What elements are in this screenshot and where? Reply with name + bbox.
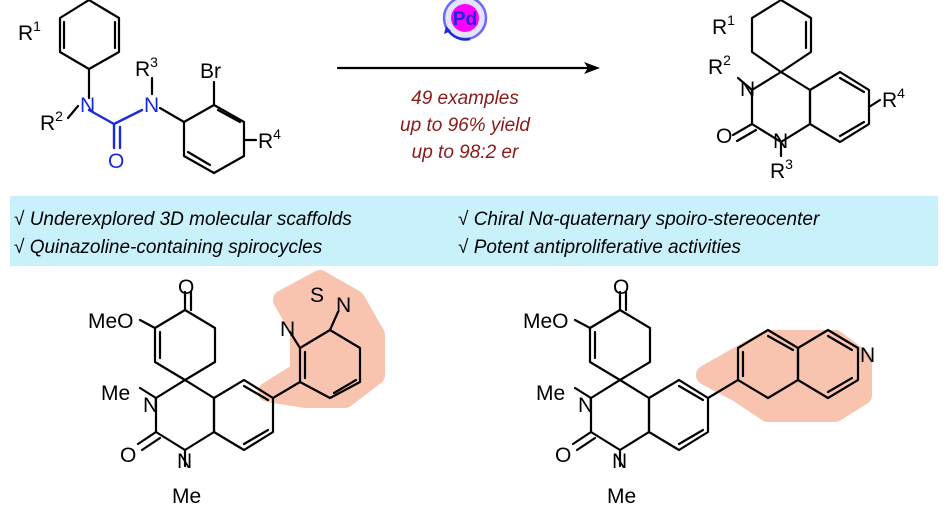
product-o-label: O <box>716 125 732 148</box>
ex-right-me-n: Me <box>536 382 565 405</box>
highlight-2: √ Chiral Nα-quaternary spoiro-stereocent… <box>458 209 820 230</box>
ex-left-s: S <box>310 284 324 307</box>
ex-left-n-bottom: N <box>177 450 192 473</box>
ex-left-me-n: Me <box>101 382 130 405</box>
highlight-4: √ Potent antiproliferative activities <box>458 237 741 258</box>
product-r4-label: R4 <box>882 85 905 112</box>
product-r2-label: R2 <box>708 52 731 79</box>
condition-line-2: up to 96% yield <box>400 115 531 136</box>
ex-right-n-top: N <box>578 394 593 417</box>
reactant-r2-label: R2 <box>40 108 63 135</box>
ex-right-me-bottom: Me <box>607 485 636 508</box>
example-right-structure <box>571 290 872 468</box>
ex-right-meo: MeO <box>523 310 569 333</box>
highlight-1: √ Underexplored 3D molecular scaffolds <box>14 209 352 230</box>
ex-left-n1: N <box>336 294 351 317</box>
example-left-benzo <box>212 378 275 452</box>
ex-left-n2: N <box>280 318 295 341</box>
product-structure <box>731 0 882 158</box>
reactant-n-right: N <box>144 94 159 117</box>
example-right-benzo <box>647 378 710 452</box>
reactant-n-left: N <box>80 94 95 117</box>
reactant-structure <box>58 0 258 175</box>
product-n-bottom: N <box>773 130 788 153</box>
reactant-r1-label: R1 <box>18 18 41 45</box>
pd-catalyst-badge <box>442 0 488 41</box>
reactant-br-label: Br <box>200 60 221 83</box>
product-r3-label: R3 <box>770 156 793 183</box>
ex-left-o-top: O <box>178 276 194 299</box>
condition-line-3: up to 98:2 er <box>412 142 519 163</box>
ex-right-o: O <box>555 444 571 467</box>
reactant-r4-label: R4 <box>258 126 281 153</box>
catalyst-label: Pd <box>453 9 477 30</box>
product-n-top: N <box>740 78 755 101</box>
ex-left-o: O <box>120 444 136 467</box>
example-left-structure <box>136 270 385 468</box>
reactant-r3-label: R3 <box>135 54 158 81</box>
ex-right-n-iso: N <box>860 344 875 367</box>
ex-left-meo: MeO <box>88 310 134 333</box>
ex-left-me-bottom: Me <box>172 485 201 508</box>
arrowhead <box>584 62 600 74</box>
ex-left-n-top: N <box>143 394 158 417</box>
ex-right-o-top: O <box>613 276 629 299</box>
condition-line-1: 49 examples <box>411 88 519 109</box>
highlight-3: √ Quinazoline-containing spirocycles <box>14 237 323 258</box>
ex-right-n-bottom: N <box>612 450 627 473</box>
reactant-o-label: O <box>108 150 124 173</box>
product-r1-label: R1 <box>712 12 735 39</box>
highlight-bar <box>10 196 938 266</box>
reaction-arrow-group <box>336 0 600 74</box>
product-benzo-ring <box>808 70 871 144</box>
